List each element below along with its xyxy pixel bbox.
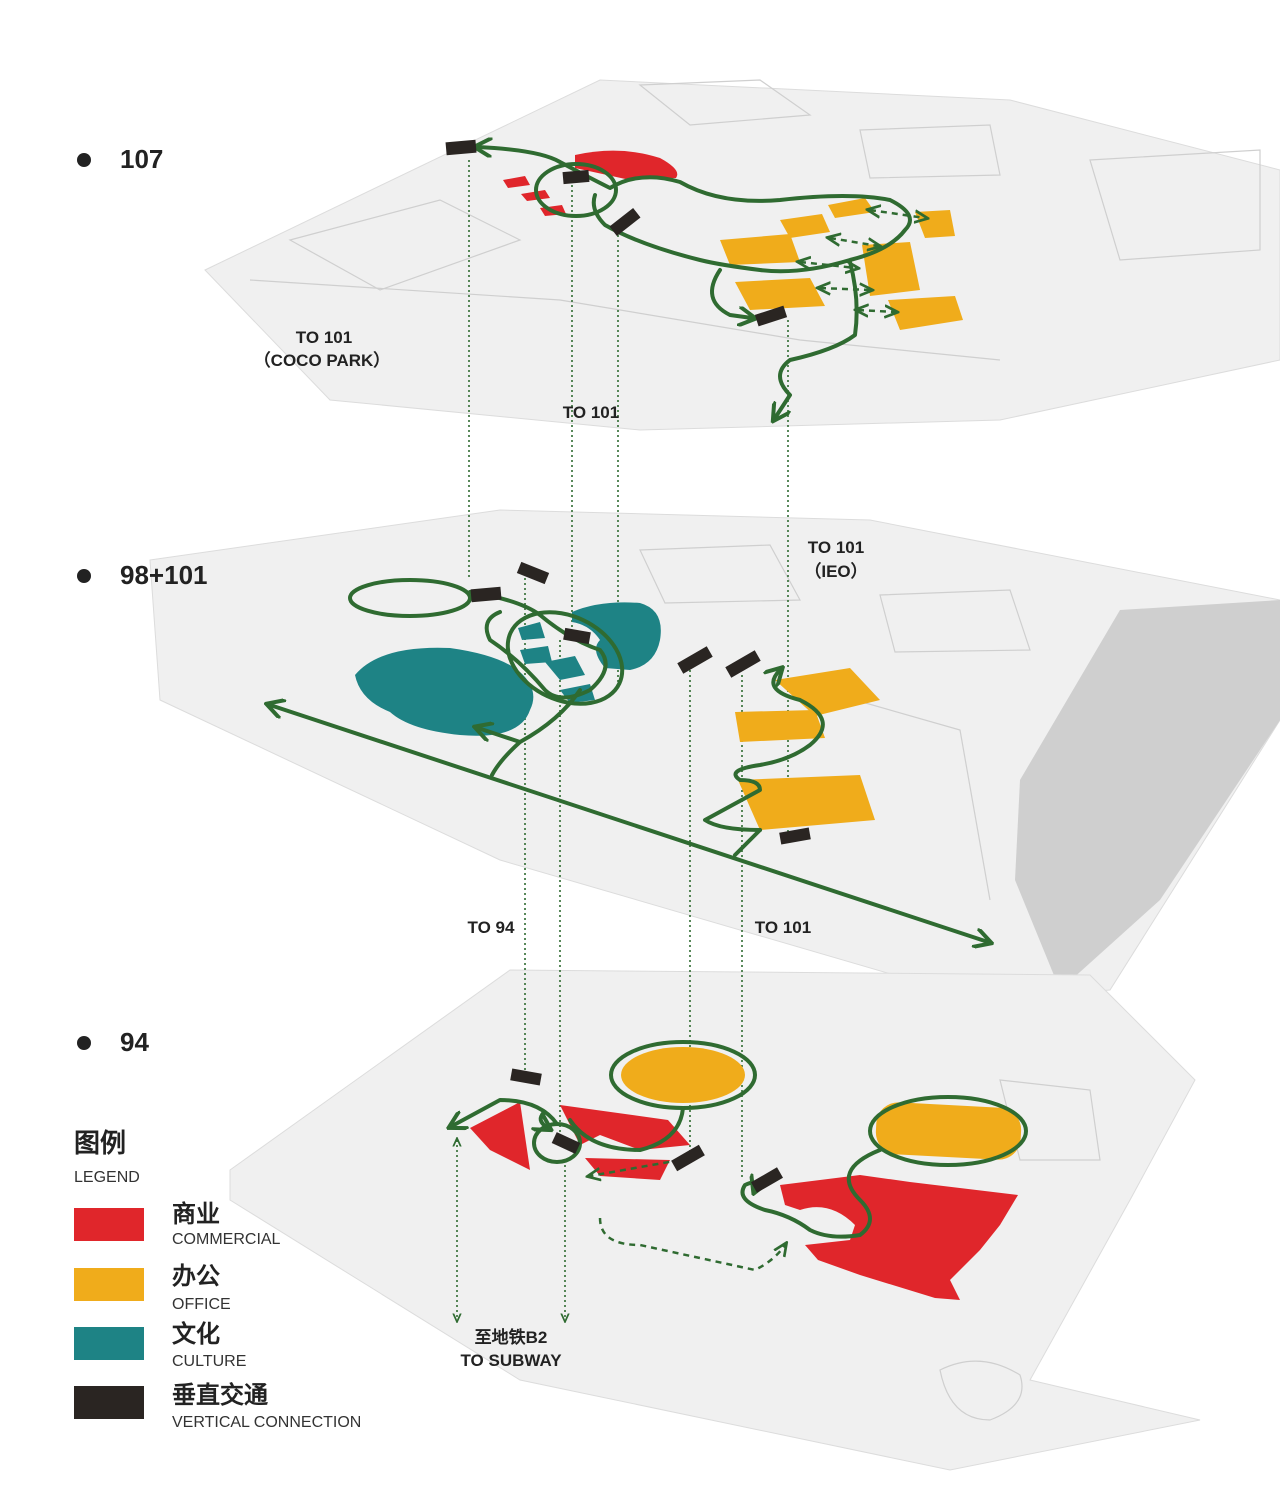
note-to-101-lower: TO 101 — [755, 918, 811, 937]
level-98-101-routes — [270, 578, 988, 942]
legend-label-culture-en: CULTURE — [172, 1353, 246, 1370]
legend-label-vertical-en: VERTICAL CONNECTION — [172, 1414, 361, 1431]
vertical-core — [516, 561, 550, 585]
note-to-subway-en: TO SUBWAY — [460, 1351, 562, 1370]
vertical-core — [779, 827, 811, 845]
vertical-core — [562, 169, 590, 185]
level-bullet — [77, 569, 91, 583]
legend-label-commercial-en: COMMERCIAL — [172, 1231, 281, 1248]
legend-label-vertical-cn: 垂直交通 — [172, 1381, 268, 1409]
vertical-core — [671, 1144, 705, 1172]
vertical-core — [609, 208, 641, 236]
office-block — [621, 1047, 745, 1103]
note-to-101-coco: TO 101 — [296, 328, 352, 347]
vertical-core — [470, 586, 502, 603]
culture-block — [520, 646, 552, 664]
note-coco-park: （COCO PARK） — [254, 350, 391, 370]
commercial-block — [503, 176, 530, 188]
legend-swatch-commercial — [74, 1208, 144, 1241]
culture-block — [572, 602, 661, 670]
legend-label-office-cn: 办公 — [172, 1262, 220, 1290]
culture-block — [518, 622, 545, 640]
level-bullet — [77, 153, 91, 167]
commercial-block — [470, 1102, 530, 1170]
vertical-core — [751, 1167, 783, 1193]
vertical-core — [445, 139, 477, 156]
level-label-94: 94 — [120, 1027, 149, 1057]
office-block — [720, 234, 800, 265]
legend-label-commercial-cn: 商业 — [172, 1200, 220, 1228]
vertical-core — [725, 650, 761, 678]
commercial-block — [575, 150, 678, 180]
legend-swatch-vertical — [74, 1386, 144, 1419]
vertical-core — [551, 1132, 581, 1154]
office-block — [735, 710, 825, 742]
office-block — [888, 296, 963, 330]
note-to-101-center: TO 101 — [563, 403, 619, 422]
vertical-core — [510, 1068, 542, 1086]
office-block — [735, 278, 825, 310]
vertical-core — [563, 627, 591, 645]
level-98-101-vertical-cores — [470, 561, 811, 845]
level-94-vertical-cores — [510, 1068, 783, 1193]
office-block — [875, 1102, 1022, 1160]
note-to-101-ieo: TO 101 — [808, 538, 864, 557]
culture-block — [545, 656, 585, 680]
legend-swatch-office — [74, 1268, 144, 1301]
level-94-program — [470, 1047, 1022, 1300]
level-label-107: 107 — [120, 144, 163, 174]
level-bullet — [77, 1036, 91, 1050]
legend-swatch-culture — [74, 1327, 144, 1360]
legend-subtitle: LEGEND — [74, 1169, 140, 1186]
level-107-routes — [478, 147, 925, 418]
legend-title: 图例 — [74, 1129, 126, 1159]
office-block — [828, 198, 875, 218]
level-107-vertical-cores — [445, 139, 788, 327]
note-ieo: （IEO） — [804, 561, 867, 581]
legend-label-office-en: OFFICE — [172, 1296, 231, 1313]
commercial-block — [780, 1175, 1018, 1300]
vertical-core — [677, 646, 713, 674]
note-to-subway-cn: 至地铁B2 — [475, 1327, 548, 1347]
legend-label-culture-cn: 文化 — [172, 1320, 220, 1348]
base-plate-98-101 — [149, 509, 1280, 1001]
office-block — [862, 242, 920, 296]
note-to-94: TO 94 — [468, 918, 515, 937]
level-label-98-101: 98+101 — [120, 560, 207, 590]
vertical-core — [754, 305, 788, 327]
office-block — [780, 214, 830, 238]
legend: 图例 LEGEND 商业 COMMERCIAL 办公 OFFICE 文化 CUL… — [74, 1129, 361, 1431]
commercial-block — [585, 1158, 670, 1180]
level-107-program — [503, 150, 963, 330]
